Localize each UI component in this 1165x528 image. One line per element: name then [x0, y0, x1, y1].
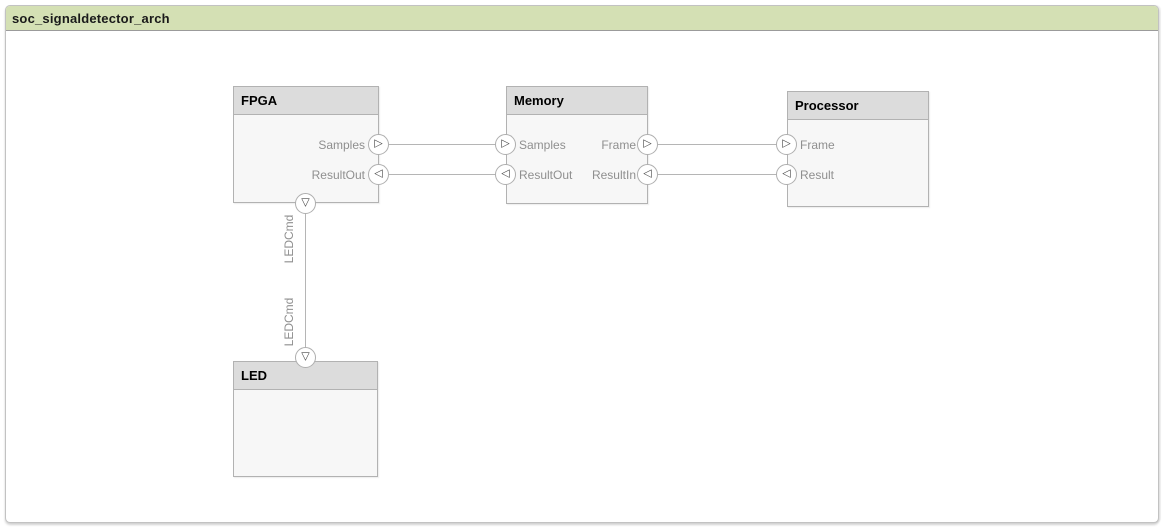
port-in-left-icon: ◁ — [501, 167, 510, 180]
component-fpga-title: FPGA — [241, 93, 278, 108]
port-fpga-samples-output[interactable]: ▷ — [368, 134, 389, 155]
connector-fpga-ledcmd-to-led[interactable] — [305, 213, 306, 348]
port-label-processor-result: Result — [800, 168, 835, 182]
connector-fpga-samples-to-memory[interactable] — [389, 144, 496, 145]
port-label-memory-resultin: ResultIn — [591, 168, 636, 182]
component-memory-header: Memory — [507, 87, 647, 115]
port-processor-frame-input[interactable]: ▷ — [776, 134, 797, 155]
connector-label-ledcmd-dest: LEDCmd — [282, 297, 296, 347]
component-memory-title: Memory — [514, 93, 564, 108]
diagram-title-bar: soc_signaldetector_arch — [6, 6, 1158, 31]
port-in-left-icon: ◁ — [643, 167, 652, 180]
port-label-fpga-samples: Samples — [318, 138, 365, 152]
component-fpga-header: FPGA — [234, 87, 378, 115]
component-led-title: LED — [241, 368, 267, 383]
component-processor-title: Processor — [795, 98, 859, 113]
component-processor[interactable]: Processor — [787, 91, 929, 207]
component-fpga[interactable]: FPGA — [233, 86, 379, 203]
port-label-processor-frame: Frame — [800, 138, 835, 152]
diagram-title: soc_signaldetector_arch — [12, 10, 170, 26]
port-out-right-icon: ▷ — [501, 137, 510, 150]
component-processor-header: Processor — [788, 92, 928, 120]
port-label-fpga-resultout: ResultOut — [311, 168, 365, 182]
port-memory-samples-input[interactable]: ▷ — [495, 134, 516, 155]
connector-memory-frame-to-processor[interactable] — [658, 144, 777, 145]
port-led-ledcmd-input[interactable]: ▽ — [295, 347, 316, 368]
port-memory-resultin-input[interactable]: ◁ — [637, 164, 658, 185]
port-in-left-icon: ◁ — [782, 167, 791, 180]
port-down-icon: ▽ — [301, 350, 310, 363]
port-label-memory-frame: Frame — [601, 138, 636, 152]
port-out-right-icon: ▷ — [374, 137, 383, 150]
port-out-right-icon: ▷ — [782, 137, 791, 150]
component-led[interactable]: LED — [233, 361, 378, 477]
port-memory-frame-output[interactable]: ▷ — [637, 134, 658, 155]
port-label-memory-samples: Samples — [519, 138, 566, 152]
port-fpga-ledcmd-output[interactable]: ▽ — [295, 193, 316, 214]
connector-label-ledcmd-source: LEDCmd — [282, 214, 296, 264]
port-memory-resultout-output[interactable]: ◁ — [495, 164, 516, 185]
port-in-left-icon: ◁ — [374, 167, 383, 180]
port-fpga-resultout-input[interactable]: ◁ — [368, 164, 389, 185]
connector-memory-resultout-to-fpga[interactable] — [389, 174, 496, 175]
connector-processor-result-to-memory[interactable] — [658, 174, 777, 175]
port-out-right-icon: ▷ — [643, 137, 652, 150]
port-down-icon: ▽ — [301, 196, 310, 209]
port-label-memory-resultout: ResultOut — [519, 168, 573, 182]
port-processor-result-output[interactable]: ◁ — [776, 164, 797, 185]
